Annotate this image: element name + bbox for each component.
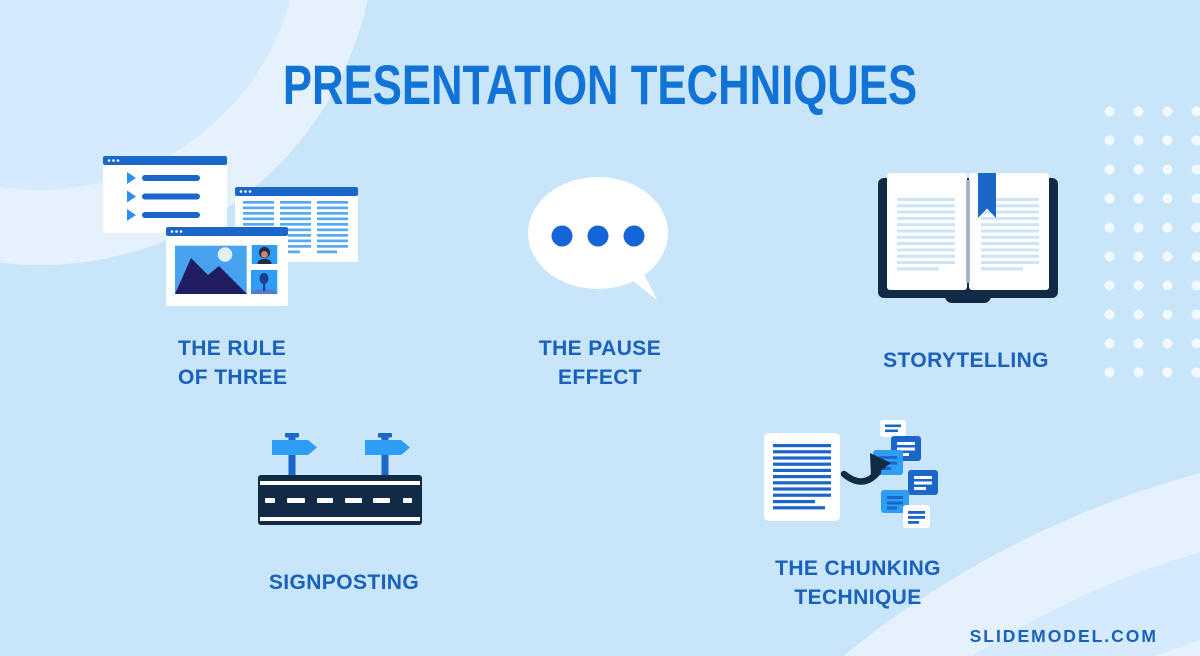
technique-storytelling: STORYTELLING [866,168,1066,398]
technique-label-line1: THE CHUNKING [775,557,941,580]
sign-arrow-left-post [272,440,317,455]
technique-label: THE RULE OF THREE [178,334,287,392]
technique-label: THE CHUNKING TECHNIQUE [748,554,968,612]
speech-bubble-icon [526,176,671,307]
tree-thumbnail [251,273,278,294]
slides-windows-icon [100,148,368,315]
technique-label: THE PAUSE EFFECT [500,334,700,392]
technique-label-line1: THE PAUSE [538,337,662,360]
speech-bubble-icon-svg [528,177,668,300]
document-chunking-icon-svg [764,420,938,528]
brand-watermark: SLIDEMODEL.COM [969,626,1158,646]
technique-label-line1: SIGNPOSTING [268,571,420,594]
sign-arrow-right-post [365,440,410,455]
technique-label-line2: OF THREE [178,366,288,389]
images-window [166,227,288,306]
decor-dot-grid [1095,97,1200,389]
source-document [764,433,840,521]
open-book-icon [873,168,1063,313]
slides-windows-icon-svg [103,156,358,306]
page-title: PRESENTATION TECHNIQUES [282,53,918,116]
portrait-thumbnail [257,246,272,264]
technique-label: SIGNPOSTING [244,568,444,597]
bullet-list-window [103,156,227,233]
technique-chunking: THE CHUNKING TECHNIQUE [748,408,968,618]
technique-label-line2: TECHNIQUE [794,586,922,609]
road-signposts-icon-svg [258,433,422,525]
open-book-icon-svg [878,173,1058,303]
chunk-cards [873,420,938,528]
road-signposts-icon [255,432,425,539]
technique-label-line1: THE RULE [178,337,287,360]
technique-rule-of-three: THE RULE OF THREE [100,148,370,408]
technique-signposting: SIGNPOSTING [244,432,444,612]
technique-label-line2: EFFECT [557,366,643,389]
technique-label-line1: STORYTELLING [883,349,1049,372]
bookmark-ribbon [978,173,996,218]
curved-arrow [840,453,891,485]
document-chunking-icon [758,408,978,553]
technique-pause-effect: THE PAUSE EFFECT [500,176,700,406]
technique-label: STORYTELLING [866,346,1066,375]
